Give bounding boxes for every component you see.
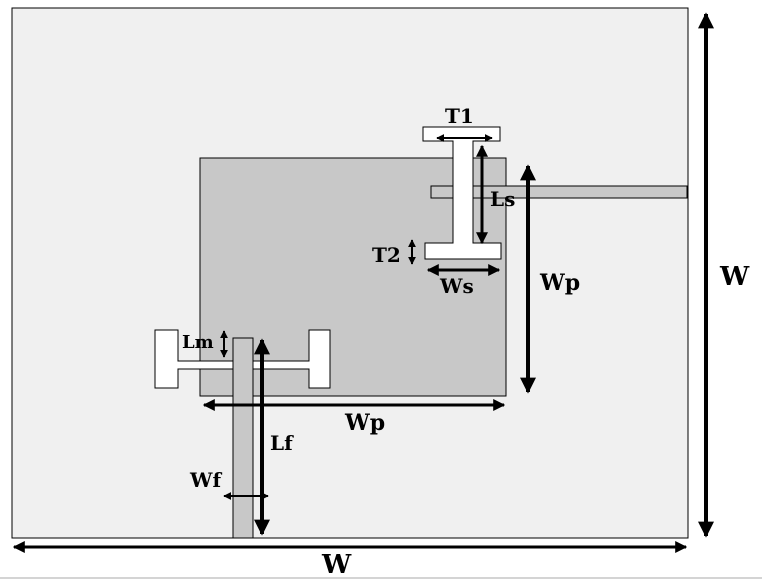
w-right-label: W: [719, 262, 750, 292]
lf-label: Lf: [270, 431, 294, 455]
feed-line: [232, 337, 254, 539]
wf-label: Wf: [189, 468, 222, 492]
t1-label: T1: [445, 104, 474, 128]
t2-label: T2: [372, 243, 401, 267]
wp-right-label: Wp: [539, 270, 580, 296]
w-bottom-label: W: [321, 550, 352, 580]
wp-bottom-label: Wp: [344, 410, 385, 436]
lm-label: Lm: [182, 332, 214, 353]
top-right-stub: [430, 185, 688, 199]
lower-h-slot: [154, 329, 331, 389]
ls-label: Ls: [490, 187, 515, 211]
ws-label: Ws: [439, 274, 474, 298]
